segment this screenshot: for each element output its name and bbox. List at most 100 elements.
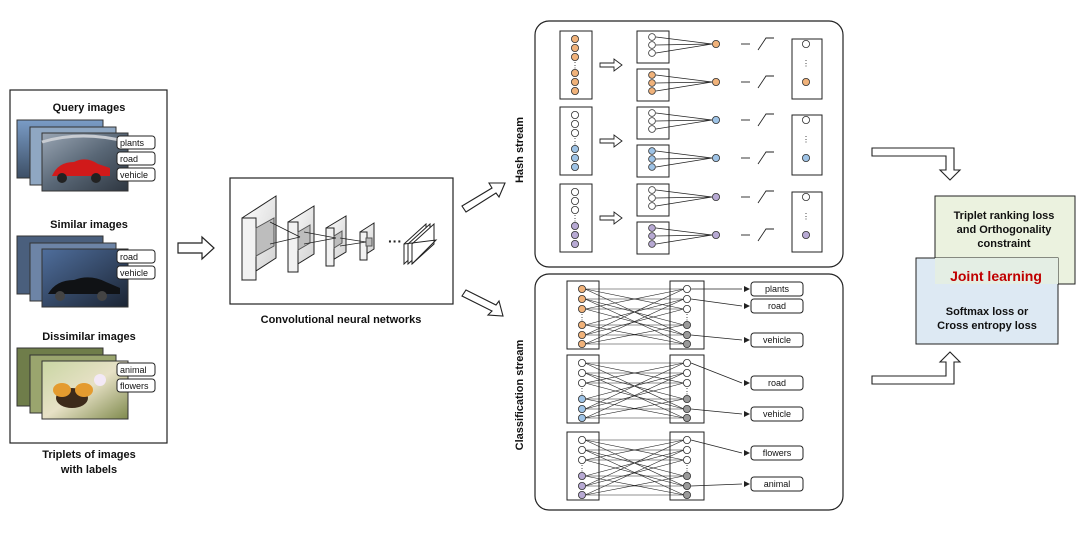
cls-output-node <box>683 490 692 499</box>
hash-unit-node <box>712 116 721 125</box>
dissimilar-tags: animal flowers <box>116 362 156 393</box>
cls-edge <box>584 288 685 336</box>
cls-input-node <box>578 394 587 403</box>
hash-subnet-node <box>648 194 656 202</box>
loss-panel: Triplet ranking loss and Orthogonality c… <box>915 195 1076 345</box>
hash-code-node <box>802 78 811 87</box>
cnn-connections <box>269 221 367 247</box>
hash-code-column <box>791 38 823 100</box>
softmax-loss-line1: Softmax loss or <box>946 306 1029 318</box>
tag-road: road <box>120 154 138 164</box>
hash-edge <box>655 150 713 159</box>
hash-subnet-node <box>648 155 656 163</box>
hash-group-1: ⋮⋮ <box>559 30 823 102</box>
cls-output-arrow <box>690 483 743 487</box>
step-function-icon <box>757 37 774 51</box>
cls-output-arrow <box>690 408 743 415</box>
hash-subnet-node <box>648 232 656 240</box>
cls-edge <box>584 298 685 345</box>
cls-input-node <box>578 339 587 348</box>
input-caption-line1: Triplets of images <box>42 449 136 461</box>
step-function-icon <box>757 75 774 89</box>
tag-flowers: flowers <box>120 381 149 391</box>
hash-code-node <box>802 192 811 201</box>
hash-code-node <box>802 116 811 125</box>
hash-input-node <box>571 187 580 196</box>
cls-output-node <box>683 445 692 454</box>
hash-subnet-node <box>648 79 656 87</box>
cls-output-node <box>683 413 692 422</box>
cls-output-node <box>683 358 692 367</box>
hash-input-node <box>571 162 580 171</box>
cls-output-node <box>683 339 692 348</box>
vertical-ellipsis: ⋮ <box>571 214 579 223</box>
hash-input-node <box>571 78 580 87</box>
hash-group-3: ⋮⋮ <box>559 183 823 255</box>
cls-output-node <box>683 435 692 444</box>
arrow-cnn-to-hash <box>461 182 506 213</box>
cls-input-node <box>578 294 587 303</box>
cls-input-node <box>578 455 587 464</box>
hash-edge <box>655 234 713 245</box>
vertical-ellipsis: ⋮ <box>571 137 579 146</box>
hash-stream: Hash stream ⋮⋮⋮⋮⋮⋮ <box>514 20 844 268</box>
cls-output-arrow <box>690 439 743 454</box>
hash-groups: ⋮⋮⋮⋮⋮⋮ <box>559 30 823 255</box>
step-function-icon <box>757 151 774 165</box>
arrowhead-icon <box>744 481 750 487</box>
vertical-ellipsis: ⋮ <box>802 59 810 68</box>
hash-code-column <box>791 191 823 253</box>
cls-edge <box>584 288 685 310</box>
cls-output-node <box>683 481 692 490</box>
hash-unit-node <box>712 40 721 49</box>
cls-input-node <box>578 404 587 413</box>
cls-edge <box>584 475 685 496</box>
hash-input-node <box>571 111 580 120</box>
hash-code-node <box>802 153 811 162</box>
cls-input-node <box>578 378 587 387</box>
cls-input-node <box>578 435 587 444</box>
cnn-layer-2 <box>287 205 315 273</box>
cls-output-node <box>683 455 692 464</box>
cls-input-node <box>578 320 587 329</box>
joint-learning-label: Joint learning <box>950 268 1042 284</box>
arrow-cnn-to-classification <box>461 289 504 317</box>
softmax-loss-line2: Cross entropy loss <box>937 320 1037 332</box>
cls-output-label: plants <box>765 284 790 294</box>
cls-input-node <box>578 471 587 480</box>
hash-edge <box>655 227 713 236</box>
hash-edge <box>655 112 713 121</box>
hash-input-node <box>571 205 580 214</box>
query-image-stack <box>16 119 129 192</box>
triplet-loss-line3: constraint <box>977 238 1031 250</box>
cls-output-label: road <box>768 301 786 311</box>
hash-input-node <box>571 221 580 230</box>
vertical-ellipsis: ⋮ <box>683 313 691 322</box>
hash-subnet-node <box>648 202 656 210</box>
hash-unit-node <box>712 230 721 239</box>
hash-input-node <box>571 69 580 78</box>
cls-output-node <box>683 320 692 329</box>
hash-subnet-node <box>648 240 656 248</box>
hash-code-node <box>802 40 811 49</box>
cnn-caption: Convolutional neural networks <box>261 314 422 326</box>
classification-stream: Classification stream ⋮⋮plantsroadvehicl… <box>514 273 844 511</box>
cls-output-label: vehicle <box>763 409 791 419</box>
hash-edge <box>655 74 713 83</box>
hash-edge <box>655 157 713 160</box>
cls-label-box <box>750 445 804 461</box>
dissimilar-image-stack <box>16 347 129 420</box>
vertical-ellipsis: ⋮ <box>578 464 586 473</box>
cls-output-arrow <box>690 362 743 384</box>
cls-edge <box>584 439 685 461</box>
tag-animal: animal <box>120 365 147 375</box>
cls-input-node <box>578 304 587 313</box>
cls-label-box <box>750 476 804 492</box>
cls-input-node <box>578 413 587 422</box>
vertical-ellipsis: ⋮ <box>578 313 586 322</box>
cls-edge <box>584 324 685 345</box>
cls-edge <box>584 439 685 487</box>
cls-edge <box>584 382 685 410</box>
